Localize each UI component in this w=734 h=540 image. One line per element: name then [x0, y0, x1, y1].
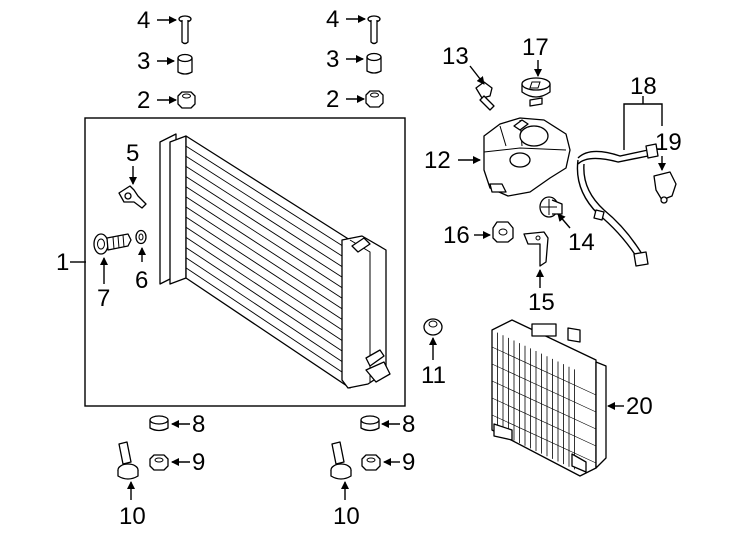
- washer-part-6: [135, 229, 147, 245]
- fin-line: [185, 247, 351, 357]
- nut-part: [177, 91, 196, 109]
- radiator-core: [159, 133, 391, 389]
- fin-line: [185, 145, 351, 251]
- top-left-hardware: [177, 15, 196, 109]
- callout-13: 13: [442, 43, 469, 70]
- callout-19: 19: [655, 129, 682, 156]
- auxiliary-radiator-fins: [491, 332, 597, 470]
- callout-4: 4: [137, 7, 150, 34]
- callout-9: 9: [192, 449, 205, 476]
- fin-line: [185, 216, 351, 325]
- top-right-hardware: [365, 15, 384, 108]
- callout-11: 11: [421, 362, 446, 389]
- auxiliary-radiator: [491, 319, 607, 477]
- nut-part-16: [492, 221, 514, 243]
- bushing-part-8: [360, 415, 380, 432]
- fin-line: [185, 257, 351, 368]
- nut-part-9: [149, 454, 169, 471]
- fin-line: [491, 414, 597, 464]
- nut-part: [365, 90, 384, 108]
- callout-3: 3: [326, 46, 339, 73]
- callout-18: 18: [630, 73, 657, 100]
- connector-part-19: [653, 171, 677, 204]
- bolt-part: [367, 15, 381, 45]
- callout-9: 9: [402, 449, 415, 476]
- callout-20: 20: [626, 393, 653, 420]
- fin-line: [185, 206, 351, 315]
- callout-16: 16: [443, 222, 470, 249]
- fin-line: [185, 196, 351, 304]
- bolt-part-10: [330, 441, 352, 480]
- callout-8: 8: [402, 411, 415, 438]
- callout-10: 10: [119, 503, 146, 530]
- clip-part-5: [118, 185, 147, 209]
- callout-2: 2: [137, 87, 150, 114]
- callout-7: 7: [97, 285, 110, 312]
- callout-6: 6: [135, 267, 148, 294]
- callout-4: 4: [326, 6, 339, 33]
- expansion-tank: [483, 117, 571, 197]
- radiator-fins: [185, 145, 351, 378]
- bracket-part-15: [523, 231, 549, 267]
- mount-bolt-part-7: [93, 233, 132, 255]
- fin-line: [491, 346, 597, 396]
- grommet-part-11: [423, 318, 443, 336]
- fin-line: [185, 176, 351, 283]
- callout-17: 17: [522, 34, 549, 61]
- callout-5: 5: [126, 140, 139, 167]
- fin-line: [185, 155, 351, 262]
- nut-part-9: [361, 454, 381, 471]
- fin-line: [491, 363, 597, 413]
- callout-numbers: 4 3 2 4 3 2 13 17 18 19 12 5 1 6 7 16 14…: [56, 6, 682, 530]
- plug-part-14: [539, 196, 563, 218]
- fin-line: [491, 397, 597, 447]
- fin-line: [185, 226, 351, 336]
- bushing-part: [366, 52, 382, 74]
- callout-3: 3: [137, 48, 150, 75]
- callout-15: 15: [528, 289, 555, 316]
- bolt-part: [178, 15, 192, 45]
- callout-14: 14: [568, 229, 595, 256]
- callout-1: 1: [56, 249, 69, 276]
- bushing-part: [177, 53, 193, 75]
- callout-10: 10: [333, 503, 360, 530]
- bolt-part-10: [117, 441, 139, 480]
- bottom-right-hardware: [330, 415, 381, 480]
- bushing-part-8: [149, 415, 169, 432]
- leader-lines: [70, 15, 666, 500]
- callout-8: 8: [192, 411, 205, 438]
- callout-2: 2: [326, 86, 339, 113]
- fin-line: [185, 267, 351, 378]
- fin-line: [185, 237, 351, 347]
- bottom-left-hardware: [117, 415, 169, 480]
- cap-part-17: [521, 77, 551, 107]
- callout-12: 12: [424, 147, 451, 174]
- bolt-part-13: [475, 81, 495, 111]
- fin-line: [185, 186, 351, 294]
- hose-part-18: [576, 143, 659, 267]
- fin-line: [185, 166, 351, 273]
- fin-line: [491, 380, 597, 430]
